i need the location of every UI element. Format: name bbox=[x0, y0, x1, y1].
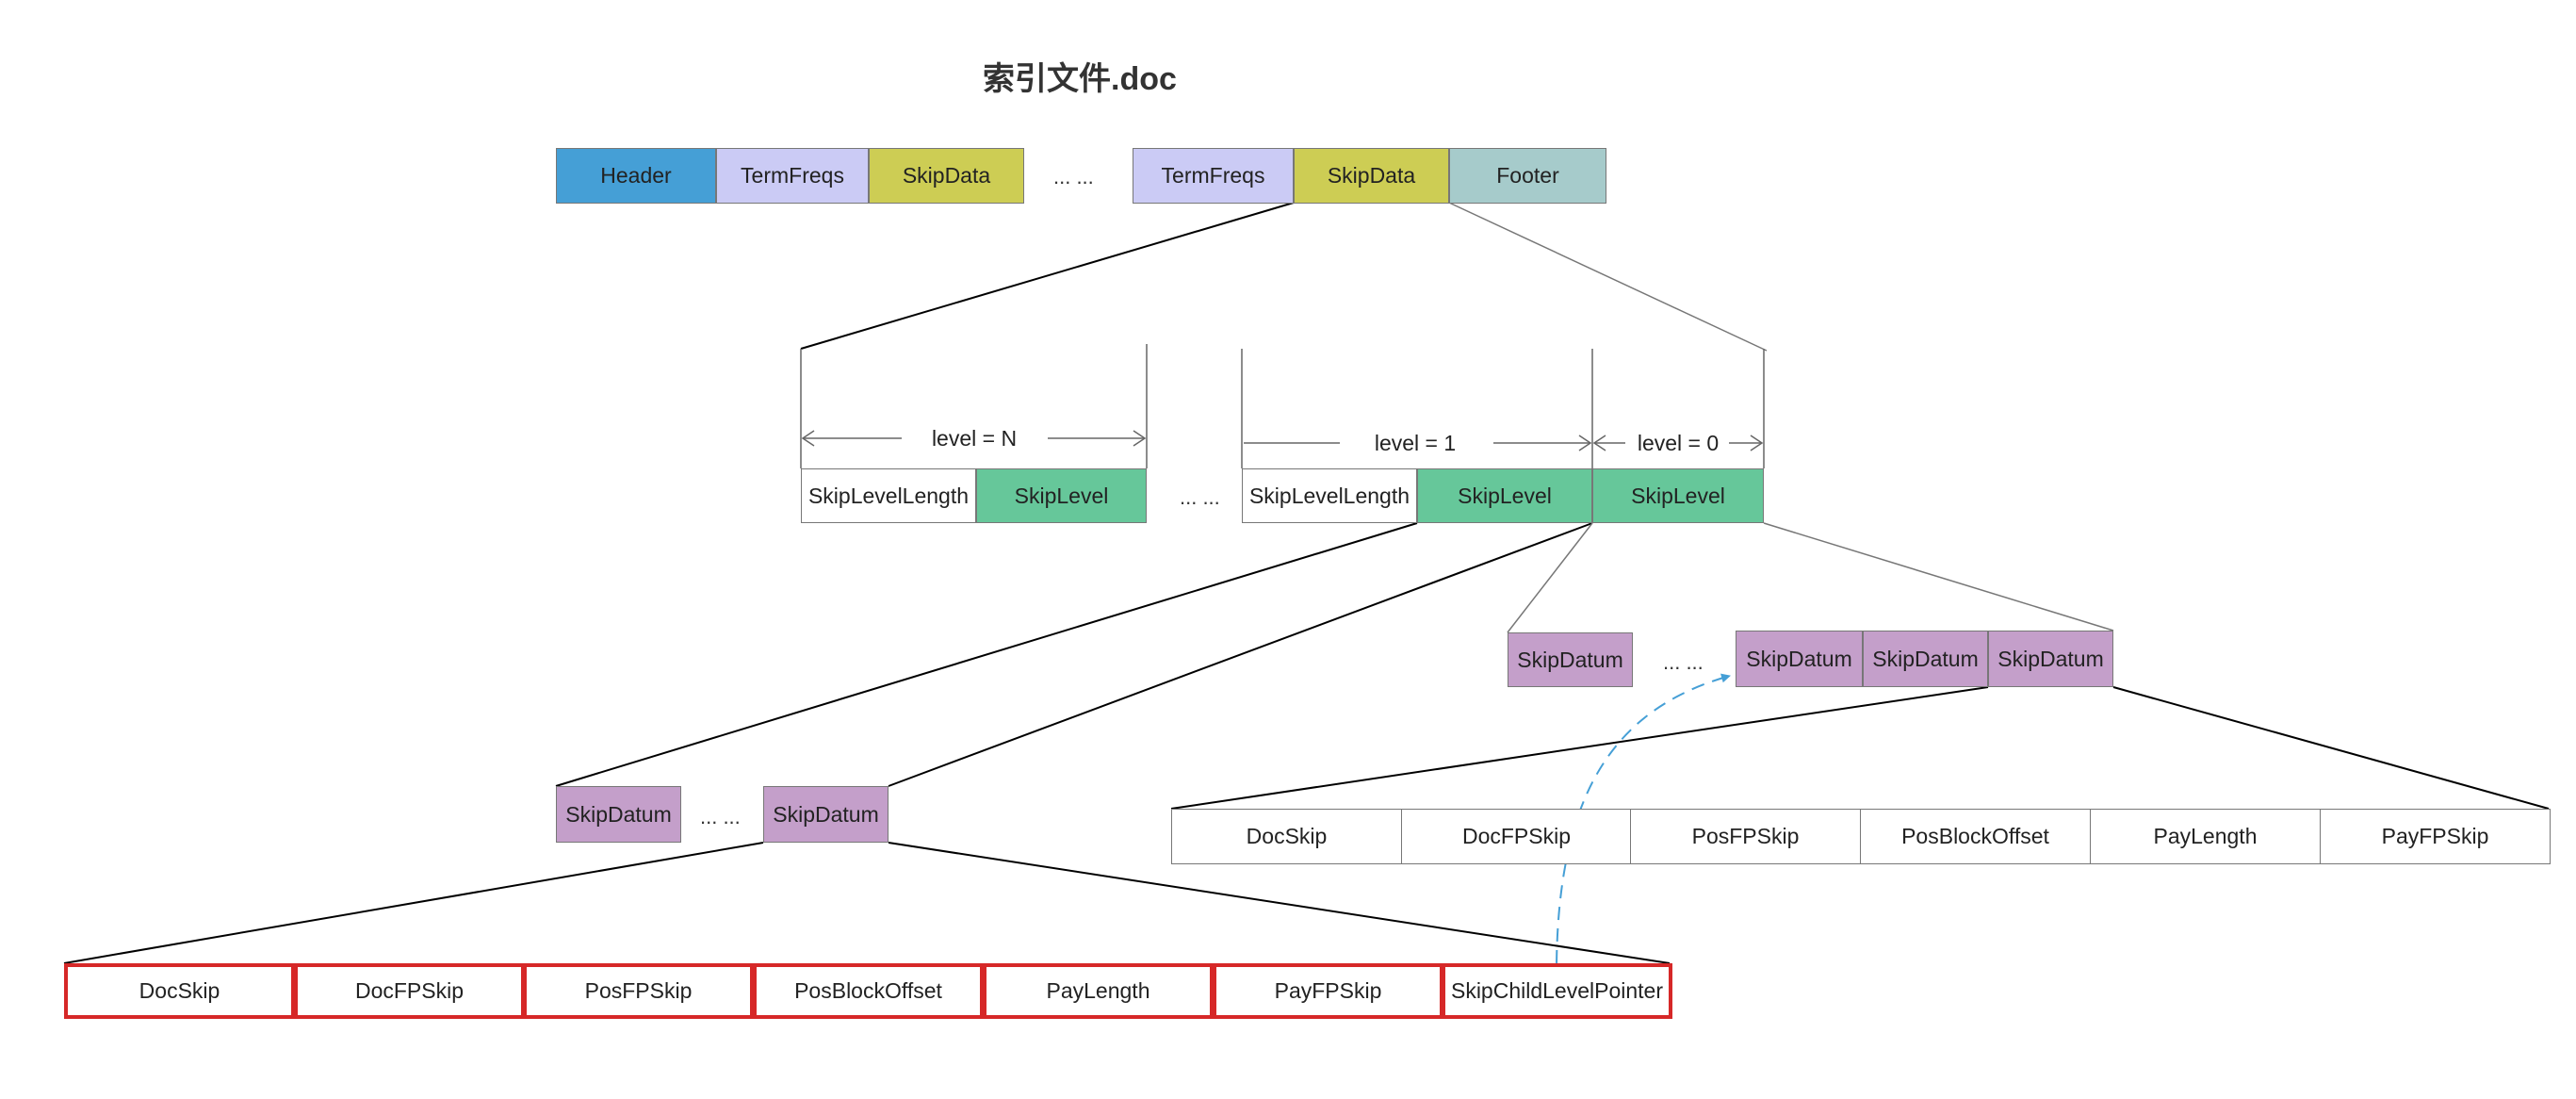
file-block-termfreqs-last: TermFreqs bbox=[1133, 148, 1294, 204]
skipdatum-level0-group-1: SkipDatum bbox=[1863, 631, 1988, 687]
skiplevellength-block-level-1: SkipLevelLength bbox=[1242, 468, 1417, 523]
datum-right-ellipsis: ... ... bbox=[1663, 650, 1704, 674]
field-level0-payfpskip: PayFPSkip bbox=[2320, 809, 2551, 864]
file-block-skipdata: SkipData bbox=[869, 148, 1024, 204]
field-level1-docskip: DocSkip bbox=[64, 963, 295, 1019]
field-level1-skipchildlevelpointer: SkipChildLevelPointer bbox=[1442, 963, 1672, 1019]
file-row-ellipsis: ... ... bbox=[1053, 165, 1094, 189]
field-level1-payfpskip: PayFPSkip bbox=[1213, 963, 1443, 1019]
file-block-termfreqs: TermFreqs bbox=[716, 148, 869, 204]
file-block-skipdata-last: SkipData bbox=[1294, 148, 1449, 204]
datum1-expand-left-line bbox=[63, 842, 764, 964]
field-level1-posblockoffset: PosBlockOffset bbox=[753, 963, 984, 1019]
level-n-label: level = N bbox=[925, 426, 1023, 451]
level-0-label: level = 0 bbox=[1631, 431, 1725, 456]
field-level0-posblockoffset: PosBlockOffset bbox=[1860, 809, 2091, 864]
skipdatum-level1-last: SkipDatum bbox=[763, 786, 889, 843]
level-1-label: level = 1 bbox=[1368, 431, 1462, 456]
field-level1-paylength: PayLength bbox=[983, 963, 1214, 1019]
level1-expand-right-line bbox=[888, 522, 1593, 787]
level0-expand-right-line bbox=[1763, 522, 2114, 632]
level0-expand-left-line bbox=[1507, 522, 1593, 633]
skipdata-expand-right-line bbox=[1448, 202, 1768, 352]
field-level0-paylength: PayLength bbox=[2090, 809, 2321, 864]
file-block-header: Header bbox=[556, 148, 716, 204]
skiplevel-block-level-0: SkipLevel bbox=[1592, 468, 1764, 523]
skiplevel-block-level-1: SkipLevel bbox=[1417, 468, 1592, 523]
field-level0-posfpskip: PosFPSkip bbox=[1630, 809, 1861, 864]
field-level0-docskip: DocSkip bbox=[1171, 809, 1402, 864]
skipdatum-level1-first: SkipDatum bbox=[556, 786, 681, 843]
diagram-title: 索引文件.doc bbox=[983, 61, 1177, 97]
skiplevel-block-level-n: SkipLevel bbox=[976, 468, 1147, 523]
field-level1-posfpskip: PosFPSkip bbox=[523, 963, 754, 1019]
field-level1-docfpskip: DocFPSkip bbox=[294, 963, 525, 1019]
skipdatum-level0-group-0: SkipDatum bbox=[1736, 631, 1863, 687]
level1-expand-left-line bbox=[555, 522, 1418, 787]
field-level0-docfpskip: DocFPSkip bbox=[1401, 809, 1632, 864]
skip-row-ellipsis: ... ... bbox=[1180, 485, 1220, 509]
datum0-expand-left-line bbox=[1170, 686, 1989, 810]
file-block-footer-last: Footer bbox=[1449, 148, 1606, 204]
datum0-expand-right-line bbox=[2112, 686, 2550, 810]
skipdatum-level0-first: SkipDatum bbox=[1508, 632, 1633, 687]
datum-left-ellipsis: ... ... bbox=[700, 805, 741, 828]
skiplevellength-block-level-n: SkipLevelLength bbox=[801, 468, 976, 523]
skipdatum-level0-group-2: SkipDatum bbox=[1988, 631, 2113, 687]
skipdata-expand-left-line bbox=[800, 202, 1295, 350]
